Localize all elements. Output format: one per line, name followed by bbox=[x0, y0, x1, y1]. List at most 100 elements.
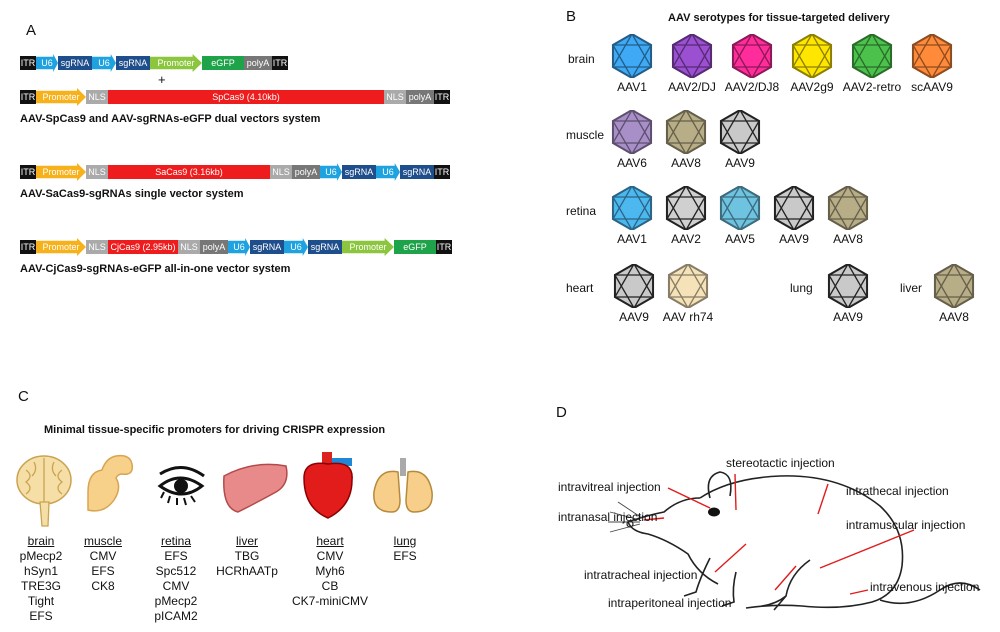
serotype-label: AAV1 bbox=[617, 232, 647, 246]
u6-arrow: U6 bbox=[376, 163, 400, 181]
serotype-label: AAV1 bbox=[617, 80, 647, 94]
serotype-label: scAAV9 bbox=[911, 80, 953, 94]
capsid-icon bbox=[610, 32, 654, 83]
heart-icon bbox=[303, 452, 353, 519]
promoter-arrow: Promoter bbox=[342, 238, 394, 256]
sgrna-segment: sgRNA bbox=[250, 240, 284, 254]
lung-icon bbox=[373, 458, 433, 513]
u6-arrow: U6 bbox=[92, 54, 116, 72]
promoter-arrow: Promoter bbox=[36, 88, 86, 106]
promoter-list-brain: brain pMecp2 hSyn1 TRE3G Tight EFS bbox=[8, 534, 74, 624]
promoter-tissue-heading: heart bbox=[316, 534, 344, 548]
serotype-label: AAV rh74 bbox=[662, 310, 714, 324]
serotype-tissue-label-heart: heart bbox=[566, 281, 594, 295]
promoter-list-liver: liver TBG HCRhAATp bbox=[210, 534, 284, 579]
injection-label-intrathecal: intrathecal injection bbox=[846, 484, 949, 498]
promoter-arrow: Promoter bbox=[36, 238, 86, 256]
promoter-item: EFS bbox=[91, 564, 115, 578]
capsid-icon bbox=[612, 262, 656, 313]
promoter-item: Spc512 bbox=[155, 564, 197, 578]
promoter-item: CMV bbox=[89, 549, 117, 563]
serotype-tissue-label-lung: lung bbox=[790, 281, 813, 295]
nls-segment: NLS bbox=[384, 90, 406, 104]
itr-segment: ITR bbox=[20, 90, 36, 104]
capsid-icon bbox=[730, 32, 774, 83]
capsid-icon bbox=[718, 184, 762, 235]
nls-segment: NLS bbox=[86, 240, 108, 254]
capsid-icon bbox=[826, 262, 870, 313]
promoter-item: TBG bbox=[234, 549, 260, 563]
capsid-icon bbox=[932, 262, 976, 313]
cjcas9-segment: CjCas9 (2.95kb) bbox=[108, 240, 178, 254]
promoter-list-heart: heart CMV Myh6 CB CK7-miniCMV bbox=[288, 534, 372, 609]
serotype-label: AAV2/DJ bbox=[668, 80, 716, 94]
polya-segment: polyA bbox=[406, 90, 434, 104]
itr-segment: ITR bbox=[20, 240, 36, 254]
itr-segment: ITR bbox=[434, 165, 450, 179]
polya-segment: polyA bbox=[292, 165, 320, 179]
capsid-icon bbox=[826, 184, 870, 235]
capsid-icon bbox=[790, 32, 834, 83]
itr-segment: ITR bbox=[20, 56, 36, 70]
serotype-tissue-label-muscle: muscle bbox=[566, 128, 605, 142]
injection-label-intraperitoneal: intraperitoneal injection bbox=[608, 596, 732, 610]
promoter-tissue-heading: muscle bbox=[83, 534, 122, 548]
promoter-item: pICAM2 bbox=[154, 609, 198, 623]
promoter-tissue-heading: retina bbox=[160, 534, 192, 548]
spcas9-segment: SpCas9 (4.10kb) bbox=[108, 90, 384, 104]
promoter-tissue-heading: liver bbox=[235, 534, 258, 548]
nls-segment: NLS bbox=[270, 165, 292, 179]
serotype-tissue-label-liver: liver bbox=[900, 281, 923, 295]
injection-label-intratracheal: intratracheal injection bbox=[584, 568, 698, 582]
eye-icon bbox=[157, 466, 205, 506]
capsid-icon bbox=[664, 108, 708, 159]
panel-b-title: AAV serotypes for tissue-targeted delive… bbox=[668, 12, 890, 24]
serotype-tissue-label-retina: retina bbox=[566, 204, 597, 218]
u6-arrow: U6 bbox=[284, 238, 308, 256]
vector-caption: AAV-CjCas9-sgRNAs-eGFP all-in-one vector… bbox=[20, 263, 291, 275]
serotype-label: AAV2g9 bbox=[790, 80, 834, 94]
capsid-icon bbox=[910, 32, 954, 83]
injection-label-stereotactic: stereotactic injection bbox=[726, 456, 835, 470]
u6-arrow: U6 bbox=[320, 163, 342, 181]
polya-segment: polyA bbox=[200, 240, 228, 254]
serotype-label: AAV8 bbox=[671, 156, 701, 170]
itr-segment: ITR bbox=[20, 165, 36, 179]
panel-c-letter: C bbox=[18, 388, 29, 405]
promoter-item: Tight bbox=[27, 594, 55, 608]
injection-label-intranasal: intranasal injection bbox=[558, 510, 658, 524]
egfp-segment: eGFP bbox=[394, 240, 436, 254]
u6-arrow: U6 bbox=[36, 54, 58, 72]
promoter-item: pMecp2 bbox=[19, 549, 63, 563]
sgrna-segment: sgRNA bbox=[342, 165, 376, 179]
sgrna-segment: sgRNA bbox=[116, 56, 150, 70]
serotype-label: AAV2 bbox=[671, 232, 701, 246]
itr-segment: ITR bbox=[434, 90, 450, 104]
promoter-item: pMecp2 bbox=[154, 594, 198, 608]
promoter-item: Myh6 bbox=[315, 564, 345, 578]
capsid-icon bbox=[610, 184, 654, 235]
promoter-arrow: Promoter bbox=[150, 54, 202, 72]
nls-segment: NLS bbox=[86, 90, 108, 104]
injection-label-intravitreal: intravitreal injection bbox=[558, 480, 661, 494]
serotype-label: AAV8 bbox=[833, 232, 863, 246]
capsid-icon bbox=[850, 32, 894, 83]
panel-c-title: Minimal tissue-specific promoters for dr… bbox=[44, 424, 386, 436]
egfp-segment: eGFP bbox=[202, 56, 244, 70]
capsid-icon bbox=[664, 184, 708, 235]
serotype-tissue-label-brain: brain bbox=[568, 52, 595, 66]
sgrna-segment: sgRNA bbox=[308, 240, 342, 254]
muscle-icon bbox=[87, 454, 134, 512]
panel-a-letter: A bbox=[26, 22, 37, 39]
plus-sign: + bbox=[158, 72, 166, 87]
promoter-list-retina: retina EFS Spc512 CMV pMecp2 pICAM2 bbox=[144, 534, 208, 624]
sgrna-segment: sgRNA bbox=[58, 56, 92, 70]
serotype-label: AAV9 bbox=[833, 310, 863, 324]
promoter-item: CK8 bbox=[91, 579, 115, 593]
promoter-list-muscle: muscle CMV EFS CK8 bbox=[78, 534, 128, 594]
u6-arrow: U6 bbox=[228, 238, 250, 256]
mouse-illustration bbox=[608, 471, 981, 611]
serotype-label: AAV9 bbox=[725, 156, 755, 170]
serotype-label: AAV9 bbox=[619, 310, 649, 324]
promoter-list-lung: lung EFS bbox=[378, 534, 432, 564]
